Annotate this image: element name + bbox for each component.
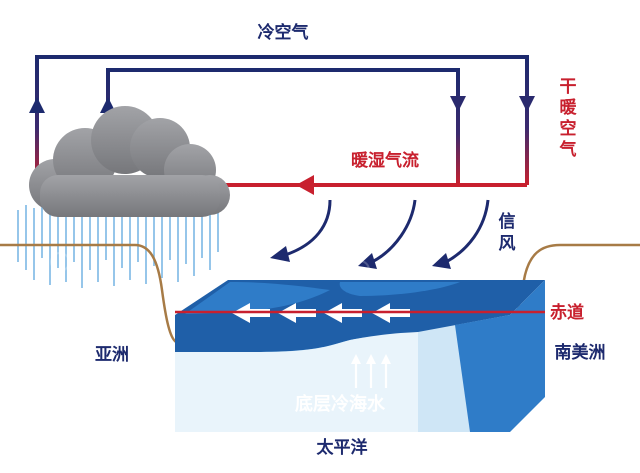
- cold-air-label: 冷空气: [258, 22, 309, 43]
- dry-warm-air-char: 空: [560, 118, 577, 139]
- up-arrow-icon: [29, 97, 45, 113]
- south-america-label: 南美洲: [555, 342, 606, 363]
- pacific-label: 太平洋: [317, 437, 368, 458]
- down-arrow-icon: [519, 96, 535, 112]
- down-left-arrow-icon: [358, 253, 377, 269]
- dry-warm-air-char: 暖: [560, 97, 578, 118]
- dry-warm-air-char: 气: [559, 139, 577, 160]
- up-arrow-icon: [366, 354, 376, 364]
- left-arrow-icon: [296, 175, 314, 195]
- upwelling-arrows: [351, 354, 391, 388]
- asia-label: 亚洲: [95, 345, 129, 365]
- dry-warm-air-char: 干: [560, 77, 577, 97]
- down-left-arrow-icon: [432, 253, 451, 269]
- bottom-cold-water-label: 底层冷海水: [295, 393, 386, 415]
- trade-wind-arrows: [270, 199, 490, 269]
- trade-wind-char: 风: [499, 234, 516, 254]
- trade-wind-arrow: [284, 199, 332, 257]
- ocean-side-face: [510, 280, 545, 432]
- down-arrow-icon: [450, 96, 466, 112]
- rain-cloud: [17, 106, 230, 288]
- equator-label: 赤道: [550, 302, 584, 323]
- watermark-logo: [50, 252, 370, 280]
- trade-wind-char: 信: [499, 211, 516, 232]
- warm-water-layer: [175, 315, 510, 352]
- rain-streaks: [17, 205, 219, 288]
- trade-wind-arrow: [445, 199, 490, 264]
- surface-light-patch: [339, 282, 460, 296]
- up-arrow-icon: [351, 354, 361, 364]
- dry-warm-air-label: 干 暖 空 气: [559, 77, 578, 160]
- up-arrow-icon: [381, 354, 391, 364]
- outer-cold-air-loop: [35, 55, 529, 185]
- side-deep-wedge: [455, 315, 510, 432]
- asia-coastline: [0, 243, 177, 344]
- pacific-ocean-block: [175, 280, 545, 432]
- trade-wind-arrow: [371, 199, 417, 264]
- warm-pool-patch: [185, 282, 330, 314]
- trade-wind-label: 信 风: [499, 211, 516, 254]
- down-left-arrow-icon: [270, 246, 290, 262]
- warm-humid-flow-label: 暖湿气流: [351, 150, 419, 171]
- cloud-icon: [29, 106, 230, 217]
